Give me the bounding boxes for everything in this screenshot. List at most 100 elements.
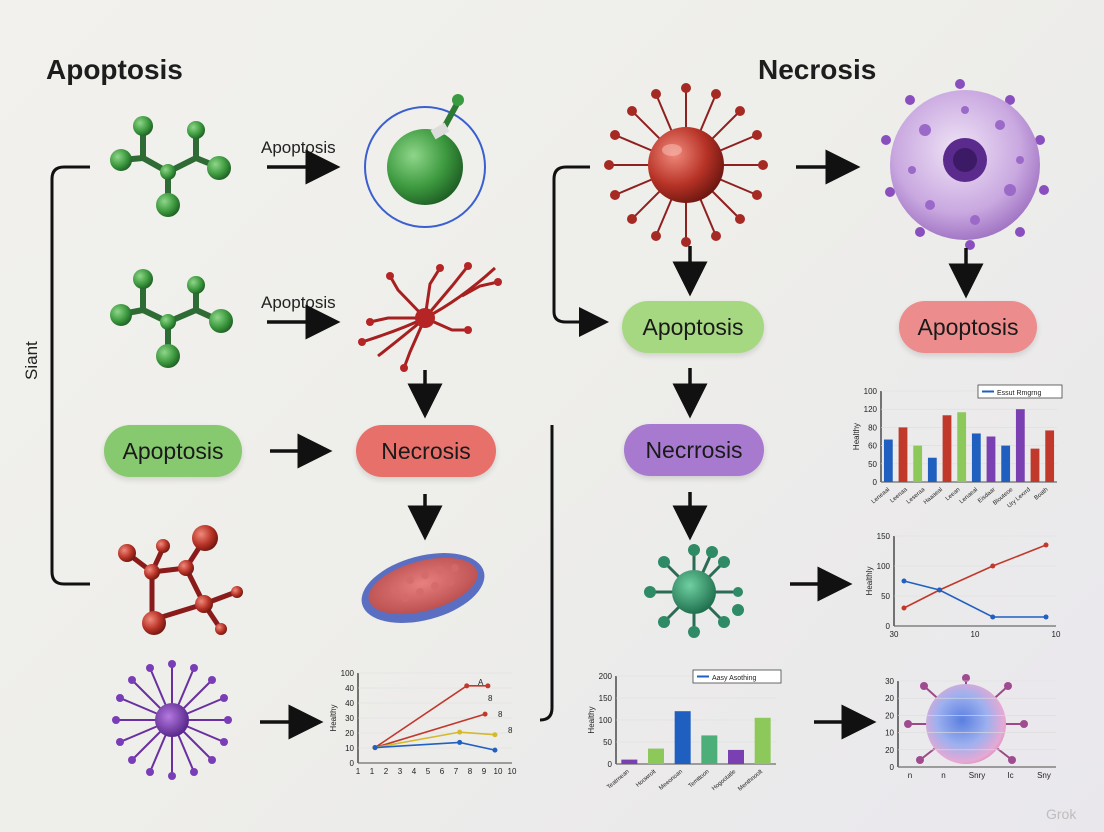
chart1-ytick: 150: [599, 694, 613, 703]
chart0-point: [492, 732, 498, 738]
chart1-legend-label: Aasy Asothing: [712, 675, 756, 682]
chart1-bar: [754, 717, 771, 764]
chart0-ytick: 20: [345, 729, 354, 738]
chart0-point: [464, 683, 470, 689]
chart2-category: Boath: [1034, 487, 1050, 502]
chart3-series-line: [903, 544, 1047, 609]
chart4-ytick: 0: [890, 763, 895, 772]
chart4-ytick: 20: [885, 746, 894, 755]
chart0-annotation: 8: [508, 726, 513, 735]
chart2-bar: [942, 415, 952, 482]
chart1-bar: [728, 749, 744, 764]
chart0-xtick: 7: [454, 767, 459, 776]
chart0-xtick: 1: [356, 767, 361, 776]
chart1-category: Menthnoolt: [737, 769, 764, 793]
chart2-legend-label: Essut Rmgrng: [997, 390, 1041, 397]
chart0-xtick: 9: [482, 767, 487, 776]
chart1-bar: [701, 735, 718, 764]
chart2-ytick: 100: [864, 387, 878, 396]
chart3-xtick: 10: [971, 630, 980, 639]
chart2-bar: [986, 436, 996, 482]
chart0-xtick: 6: [440, 767, 445, 776]
chart0-series-line: [374, 685, 488, 749]
green-molecule-2-icon: [110, 269, 233, 368]
chart2-bar: [898, 427, 908, 482]
chart3-point: [1043, 614, 1049, 620]
chart1-ytick: 200: [599, 672, 613, 681]
tissue-body-icon: [361, 553, 485, 623]
chart2-ytick: 50: [868, 460, 877, 469]
chart1-bar: [648, 748, 664, 764]
chart0-xtick: 1: [370, 767, 375, 776]
chart2-category: Lenaeal: [959, 487, 979, 505]
chart0-annotation: 8: [498, 710, 503, 719]
chart4-ytick: 10: [885, 729, 894, 738]
left-bracket: [50, 165, 90, 586]
chart3-xtick: 10: [1052, 630, 1061, 639]
chart1-legend-box: [692, 669, 782, 684]
chart3-xtick: 30: [890, 630, 899, 639]
chart3-series-line: [903, 580, 1046, 618]
chart0-annotation: 8: [488, 694, 493, 703]
chart1-ytick: 100: [599, 716, 613, 725]
chart4-ytick: 20: [885, 711, 894, 720]
heading-apoptosis: Apoptosis: [46, 54, 183, 85]
chart2-ytick: 0: [873, 478, 878, 487]
center-bracket-lower: [539, 425, 554, 722]
green-molecule-icon: [110, 116, 231, 217]
pill-necrosis-center: Necrrosis: [624, 424, 764, 476]
chart1-ylabel: Healthy: [587, 706, 596, 733]
chart0-xtick: 10: [508, 767, 517, 776]
chart4-ytick: 20: [885, 694, 894, 703]
chart1-bar: [621, 759, 638, 764]
flow-arrows: [260, 149, 984, 740]
chart3-point: [990, 563, 996, 569]
chart0-point: [372, 745, 378, 751]
chart0-ytick: 100: [341, 669, 355, 678]
chart1-category: Teatrnean: [606, 769, 630, 791]
chart0-point: [457, 729, 463, 735]
chart4-xtick: Ic: [1007, 771, 1013, 780]
chart0-point: [482, 711, 488, 717]
chart1-category: Hogootatle: [711, 769, 738, 793]
chart2-bar: [957, 412, 967, 482]
chart1-ytick: 0: [608, 760, 613, 769]
chart0-point: [485, 683, 491, 689]
pill-apoptosis-center: Apoptosis: [622, 301, 764, 353]
red-neuron-icon: [358, 262, 502, 372]
chart4-xtick: Snry: [969, 771, 985, 780]
chart2-bar: [913, 445, 923, 482]
chart3-ylabel: Healthly: [865, 567, 874, 596]
chart0-series-line: [374, 731, 496, 749]
chart2-category: Haaaeal: [923, 487, 944, 506]
heading-necrosis: Necrosis: [758, 54, 877, 85]
chart0-ytick: 40: [345, 699, 354, 708]
chart4-xtick: n: [941, 771, 945, 780]
chart3-ytick: 100: [877, 562, 891, 571]
chart2-bar: [883, 439, 893, 482]
chart0-xtick: 8: [468, 767, 473, 776]
chart3-ytick: 0: [886, 622, 891, 631]
chart4-ytick: 30: [885, 677, 894, 686]
chart1-category: Hoowrolt: [635, 769, 657, 789]
pill-necrosis-left: Necrosis: [356, 425, 496, 477]
watermark: Grok: [1046, 806, 1077, 822]
chart0-xtick: 3: [398, 767, 403, 776]
chart2-category: Leneaal: [871, 487, 891, 505]
chart3-ytick: 50: [881, 592, 890, 601]
chart2-bar: [971, 433, 981, 482]
chart4-xtick: Sny: [1037, 771, 1051, 780]
chart3-point: [990, 614, 996, 620]
chart1-category: Meeonoan: [658, 769, 684, 792]
chart2-ytick: 60: [868, 442, 877, 451]
red-molecule-icon: [118, 525, 243, 635]
pill-apoptosis-left: Apoptosis: [104, 425, 242, 477]
chart0-ytick: 40: [345, 684, 354, 693]
chart0-series-line: [374, 713, 486, 749]
purple-spiky-cell-icon: [112, 660, 232, 780]
chart3-point: [937, 587, 942, 593]
